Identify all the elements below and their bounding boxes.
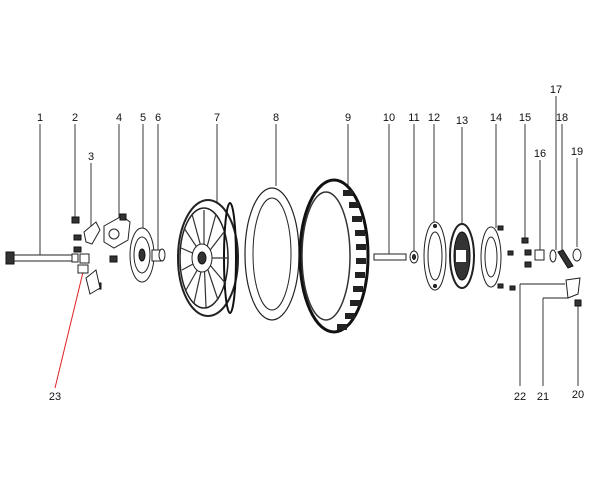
callout-5: 5 bbox=[139, 112, 147, 124]
callout-12: 12 bbox=[427, 112, 441, 124]
callout-19: 19 bbox=[570, 146, 584, 158]
callout-7: 7 bbox=[213, 112, 221, 124]
right-hardware bbox=[521, 237, 582, 307]
callout-16: 16 bbox=[533, 148, 547, 160]
callout-14: 14 bbox=[489, 112, 503, 124]
callout-9: 9 bbox=[344, 112, 352, 124]
caliper-bracket bbox=[83, 221, 101, 295]
callout-21: 21 bbox=[536, 391, 550, 403]
callout-1: 1 bbox=[36, 112, 44, 124]
callout-18: 18 bbox=[555, 112, 569, 124]
callout-10: 10 bbox=[382, 112, 396, 124]
carrier-plate bbox=[423, 221, 447, 291]
brake-caliper bbox=[103, 213, 131, 263]
callout-8: 8 bbox=[272, 112, 280, 124]
callout-6: 6 bbox=[154, 112, 162, 124]
spacer-tube bbox=[373, 253, 407, 261]
bearing bbox=[409, 250, 419, 264]
callout-15: 15 bbox=[518, 112, 532, 124]
callout-13: 13 bbox=[455, 115, 469, 127]
callout-11: 11 bbox=[408, 112, 420, 124]
spacer bbox=[151, 248, 166, 262]
callout-3: 3 bbox=[87, 151, 95, 163]
wheel-rim bbox=[177, 199, 239, 317]
callout-17: 17 bbox=[549, 84, 563, 96]
tire bbox=[298, 178, 370, 334]
axle bbox=[5, 251, 79, 265]
callout-4: 4 bbox=[115, 112, 123, 124]
callout-23: 23 bbox=[48, 391, 62, 403]
hub-drum bbox=[449, 223, 475, 289]
brake-disc bbox=[129, 227, 155, 283]
callout-2: 2 bbox=[71, 112, 79, 124]
side-plate bbox=[480, 225, 516, 291]
callout-20: 20 bbox=[571, 389, 585, 401]
inner-tube bbox=[244, 187, 300, 321]
leader-lines bbox=[39, 96, 579, 389]
callout-22: 22 bbox=[513, 391, 527, 403]
